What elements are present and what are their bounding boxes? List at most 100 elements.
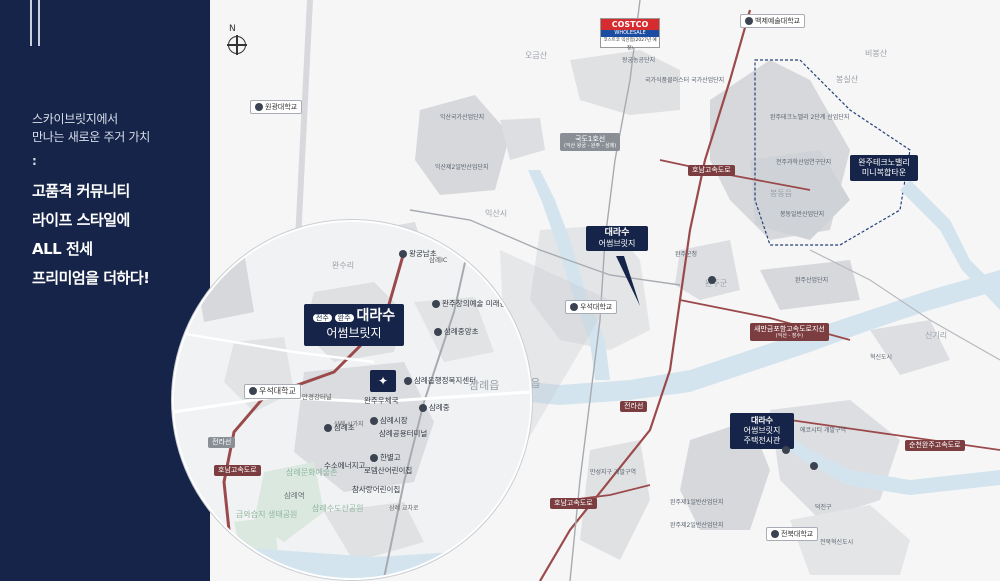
mountain-label: 오금산 xyxy=(525,51,548,60)
school-wonkwang[interactable]: 원광대학교 xyxy=(250,100,303,114)
zoom-place: 삼례중앙초 xyxy=(434,328,479,336)
zoom-place: 삼례 교차로 xyxy=(389,505,419,512)
place-label: 완주제2일반산업단지 xyxy=(670,522,724,529)
place-label: 완주제1일반산업단지 xyxy=(670,499,724,506)
zoom-place: 삼례중 xyxy=(419,404,450,412)
district-label: 봉동읍 xyxy=(770,189,793,198)
hero-pin-icon: ✦ xyxy=(370,370,396,392)
costco-logo: COSTCO xyxy=(601,19,659,30)
hero-name: 대라수 xyxy=(356,308,396,324)
zoom-place: 삼례초 xyxy=(324,424,355,432)
building-icon xyxy=(404,377,412,385)
zoom-ic: 삼례IC xyxy=(429,256,448,264)
school-icon xyxy=(255,103,263,111)
zoom-place: 수소에너지고 xyxy=(324,461,366,470)
zoom-jeolla-tag: 전라선 xyxy=(208,437,236,448)
zoom-district: 완수리 xyxy=(332,261,355,270)
school-icon xyxy=(434,328,442,336)
school-icon xyxy=(399,250,407,258)
place-label: 익산국가산업단지 xyxy=(440,114,485,121)
school-icon xyxy=(771,530,779,538)
district-label: 익산시 xyxy=(485,209,508,218)
hero-sub: 어썸브릿지 xyxy=(326,325,382,340)
mountain-label: 비봉산 xyxy=(865,49,888,58)
district-label: 완주군 xyxy=(705,279,728,288)
headline-line-3: ALL 전세 xyxy=(32,240,93,258)
zoom-school-woosuk[interactable]: 우석대학교 xyxy=(244,384,301,399)
place-label: 완주군청 xyxy=(675,251,698,258)
honam-highway-tag: 호남고속도로 xyxy=(688,165,735,176)
techno-valley-box[interactable]: 완주테크노밸리 미니복합타운 xyxy=(850,155,918,181)
place-label: 전주과학산업연구단지 xyxy=(776,159,832,166)
zoom-place: 로뎀산어린이집 xyxy=(364,466,413,475)
sunchun-highway-tag: 순천완주고속도로 xyxy=(905,440,965,451)
zoom-district: 삼례읍 xyxy=(469,379,500,392)
school-icon xyxy=(419,404,427,412)
headline-line-2: 라이프 스타일에 xyxy=(32,211,130,229)
zoom-tunnel: 만경강터널 xyxy=(302,393,332,401)
zoom-place: 삼례 시가지 xyxy=(334,421,364,428)
national-road-tag: 국도1호선 (익산 왕궁 - 완주 - 삼례) xyxy=(560,133,621,152)
zoom-place: 완주우체국 xyxy=(364,396,399,405)
zoom-place: 완주창의예술 미래공간조성공 xyxy=(432,300,530,308)
costco-marker[interactable]: COSTCO WHOLESALE 코스트코 익산점(2027년 예정) xyxy=(600,18,660,51)
zoom-place: 참사랑어린이집 xyxy=(352,485,401,494)
costco-sub: WHOLESALE xyxy=(601,30,659,37)
zoom-base xyxy=(174,222,530,578)
hero-badge: 전주 xyxy=(312,314,332,322)
zoom-park: 삼례수도산공원 xyxy=(312,504,364,513)
zoom-place: 삼례읍행정복지센터 xyxy=(404,377,476,385)
place-label: 국가식품클러스터 국가산업단지 xyxy=(645,77,725,84)
district-label: 신기리 xyxy=(925,331,948,340)
school-jeonbuk[interactable]: 전북대학교 xyxy=(766,527,819,541)
school-icon xyxy=(249,387,257,395)
subtitle-line-2: 만나는 새로운 주거 가치 xyxy=(32,130,150,144)
school-icon xyxy=(745,17,753,25)
location-pin xyxy=(782,446,790,454)
costco-caption: 코스트코 익산점(2027년 예정) xyxy=(603,38,657,51)
saemangeum-highway-tag: 새만금포항고속도로지선 (익산 - 장수) xyxy=(750,323,829,342)
place-label: 봉동일반산업단지 xyxy=(780,211,825,218)
place-label: 전북혁신도시 xyxy=(820,539,854,546)
zoom-station: 삼례역 xyxy=(284,491,305,500)
school-icon xyxy=(570,303,578,311)
mountain-label: 봉실산 xyxy=(836,75,859,84)
location-pin xyxy=(708,276,716,284)
hero-box[interactable]: 전주 완주 대라수 어썸브릿지 xyxy=(304,304,404,346)
school-icon xyxy=(370,454,378,462)
place-label: 완주테크노밸리 2단계 산업단지 xyxy=(770,114,850,121)
hero-badge: 완주 xyxy=(334,314,354,322)
hero-marker-small[interactable]: 대라수 어썸브릿지 xyxy=(586,226,648,252)
zoom-circle: 완수리 삼례읍 왕궁남초 완주창의예술 미래공간조성공 삼례중앙초 삼례읍행정복… xyxy=(172,220,532,580)
school-woosuk-map[interactable]: 우석대학교 xyxy=(565,300,618,314)
school-baekje[interactable]: 백제예술대학교 xyxy=(740,14,806,28)
place-label: 익산제2일반산업단지 xyxy=(435,164,489,171)
subtitle-line-1: 스카이브릿지에서 xyxy=(32,112,118,126)
headline-line-1: 고품격 커뮤니티 xyxy=(32,182,130,200)
compass-icon xyxy=(227,35,247,55)
market-icon xyxy=(370,417,378,425)
zoom-park: 금와습지 생태공원 xyxy=(236,510,298,519)
place-label: 완주산업단지 xyxy=(795,277,829,284)
honam-highway-tag: 호남고속도로 xyxy=(550,498,597,509)
hero-pointer xyxy=(616,256,640,306)
jeolla-line-tag: 전라선 xyxy=(620,401,648,412)
zoom-place: 한별고 xyxy=(370,454,401,462)
location-pin xyxy=(810,462,818,470)
decor-line xyxy=(30,0,32,46)
headline-line-4: 프리미엄을 더하다! xyxy=(32,269,150,287)
north-label: N xyxy=(229,24,236,34)
zoom-place: 삼례공용터미널 xyxy=(379,429,428,438)
zoom-park: 삼례문화예술촌 xyxy=(286,468,338,477)
place-label: 만성지구 개발구역 xyxy=(590,469,637,476)
model-house-box[interactable]: 대라수 어썸브릿지 주택전시관 xyxy=(730,413,794,449)
place-label: 덕진구 xyxy=(815,504,832,511)
zoom-place: 왕궁남초 xyxy=(399,250,437,258)
school-icon xyxy=(324,424,332,432)
place-label: 왕궁농공단지 xyxy=(622,57,656,64)
decor-line xyxy=(38,0,40,46)
building-icon xyxy=(432,300,440,308)
zoom-honam-tag: 호남고속도로 xyxy=(214,465,261,476)
zoom-place: 삼례시장 xyxy=(370,417,408,425)
